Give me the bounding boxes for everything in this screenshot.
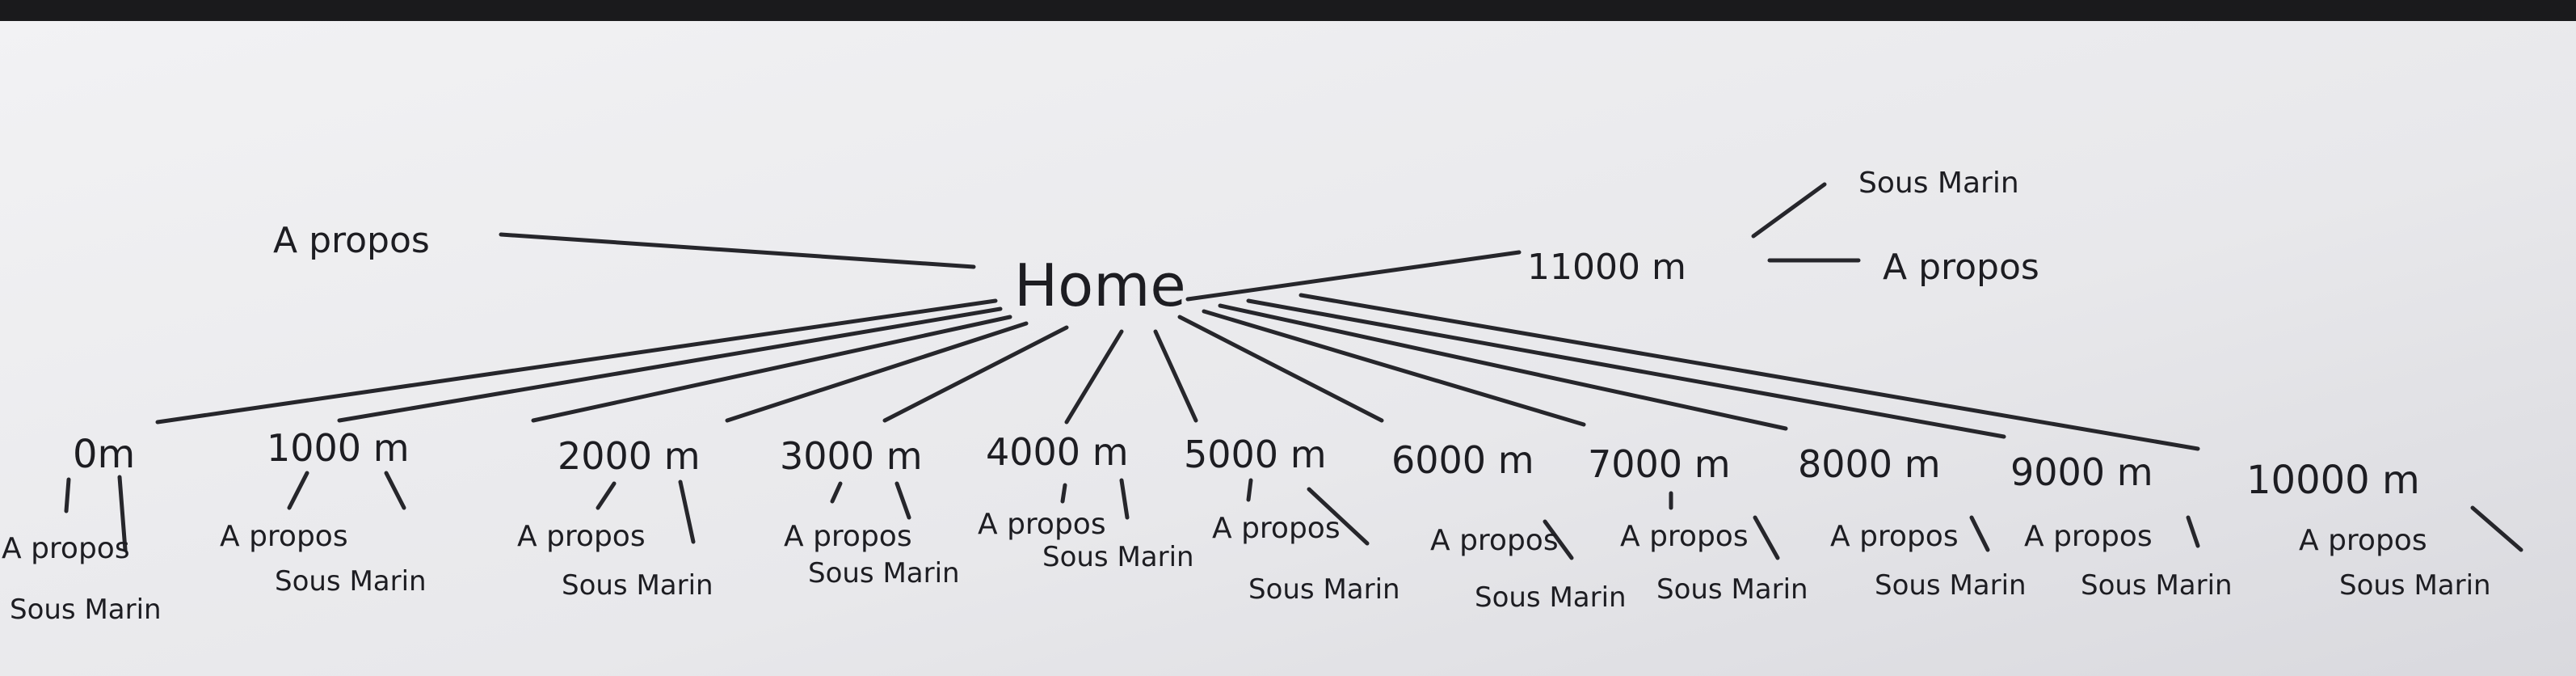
tick-3000-about (830, 481, 843, 504)
depth-sub-label: Sous Marin (1248, 573, 1400, 606)
depth-node-label: 7000 m (1588, 442, 1731, 486)
tick-4000-about (1060, 483, 1067, 504)
depth-sub-label: Sous Marin (1475, 581, 1627, 614)
tick-5000-sub (1307, 487, 1370, 546)
depth-node-label: 3000 m (780, 434, 923, 478)
depth-sub-label: Sous Marin (2081, 569, 2233, 602)
edge-home-10000 (1299, 293, 2200, 451)
edge-home-9000 (1246, 298, 2006, 439)
depth-sub-label: Sous Marin (10, 594, 162, 626)
edge-home-5000a (1064, 329, 1124, 425)
tick-8000-sub (1969, 515, 1990, 552)
depth-sub-label: Sous Marin (1656, 573, 1808, 606)
tick-10000-sub (2470, 505, 2523, 552)
edge-home-4000 (882, 325, 1069, 423)
depth-node-label: 0m (73, 432, 135, 477)
top-shadow-band (0, 0, 2576, 21)
connector-lines (64, 182, 2523, 560)
edge-home-2000 (531, 315, 1012, 423)
edge-home-7000 (1202, 309, 1586, 427)
tick-9000-sub (2186, 515, 2200, 548)
depth-about-label: A propos (978, 508, 1106, 541)
depth-about-label: A propos (2, 532, 130, 565)
depth-about-label: A propos (2024, 520, 2153, 553)
edge-home-about (499, 232, 976, 269)
depth-sub-label: Sous Marin (2339, 569, 2491, 602)
deep-sub-label: Sous Marin (1858, 167, 2019, 200)
depth-about-label: A propos (517, 520, 646, 553)
depth-about-label: A propos (784, 520, 912, 553)
depth-node-label: 1000 m (267, 426, 410, 470)
edge-home-3000 (725, 321, 1029, 423)
tick-3000-sub (894, 481, 911, 520)
depth-node-label: 4000 m (986, 430, 1129, 474)
tick-1000-sub (384, 471, 406, 510)
depth-about-label: A propos (1830, 520, 1959, 553)
depth-node-label: 8000 m (1798, 442, 1941, 486)
edge-home-6000 (1177, 315, 1384, 423)
depth-sub-label: Sous Marin (562, 569, 713, 602)
edge-home-5000b (1153, 329, 1198, 423)
edge-11000-sub (1751, 182, 1827, 239)
tick-0m-about (64, 477, 71, 513)
tick-5000-about (1246, 478, 1253, 502)
tick-1000-about (287, 471, 309, 510)
depth-node-label: 5000 m (1184, 433, 1327, 476)
edge-home-8000 (1218, 303, 1788, 431)
tick-0m-sub (117, 475, 128, 552)
about-top-label: A propos (273, 220, 430, 261)
tick-2000-about (596, 481, 617, 510)
deep-about-label: A propos (1883, 247, 2039, 288)
depth-sub-label: Sous Marin (275, 565, 427, 598)
depth-about-label: A propos (220, 520, 348, 553)
depth-node-label: 9000 m (2010, 450, 2153, 494)
depth-sub-label: Sous Marin (808, 557, 960, 589)
depth-about-label: A propos (1212, 512, 1341, 545)
edge-home-0m (155, 298, 998, 425)
tick-6000-sub (1543, 519, 1574, 560)
tick-4000-sub (1119, 478, 1130, 520)
tick-2000-sub (678, 480, 696, 544)
depth-node-label: 6000 m (1391, 438, 1534, 482)
depth-about-label: A propos (1430, 524, 1559, 557)
edge-home-1000 (337, 306, 1003, 423)
tick-7000-sub (1753, 515, 1780, 560)
edge-home-11000 (1185, 250, 1522, 302)
depth-node-label: 2000 m (558, 434, 701, 478)
depth-sub-label: Sous Marin (1875, 569, 2027, 602)
depth-about-label: A propos (2299, 524, 2427, 557)
depth-about-label: A propos (1620, 520, 1749, 553)
depth-node-label: 10000 m (2246, 458, 2420, 503)
deep-node-label: 11000 m (1527, 247, 1686, 288)
home-root-label: Home (1014, 251, 1186, 319)
depth-sub-label: Sous Marin (1042, 541, 1194, 573)
